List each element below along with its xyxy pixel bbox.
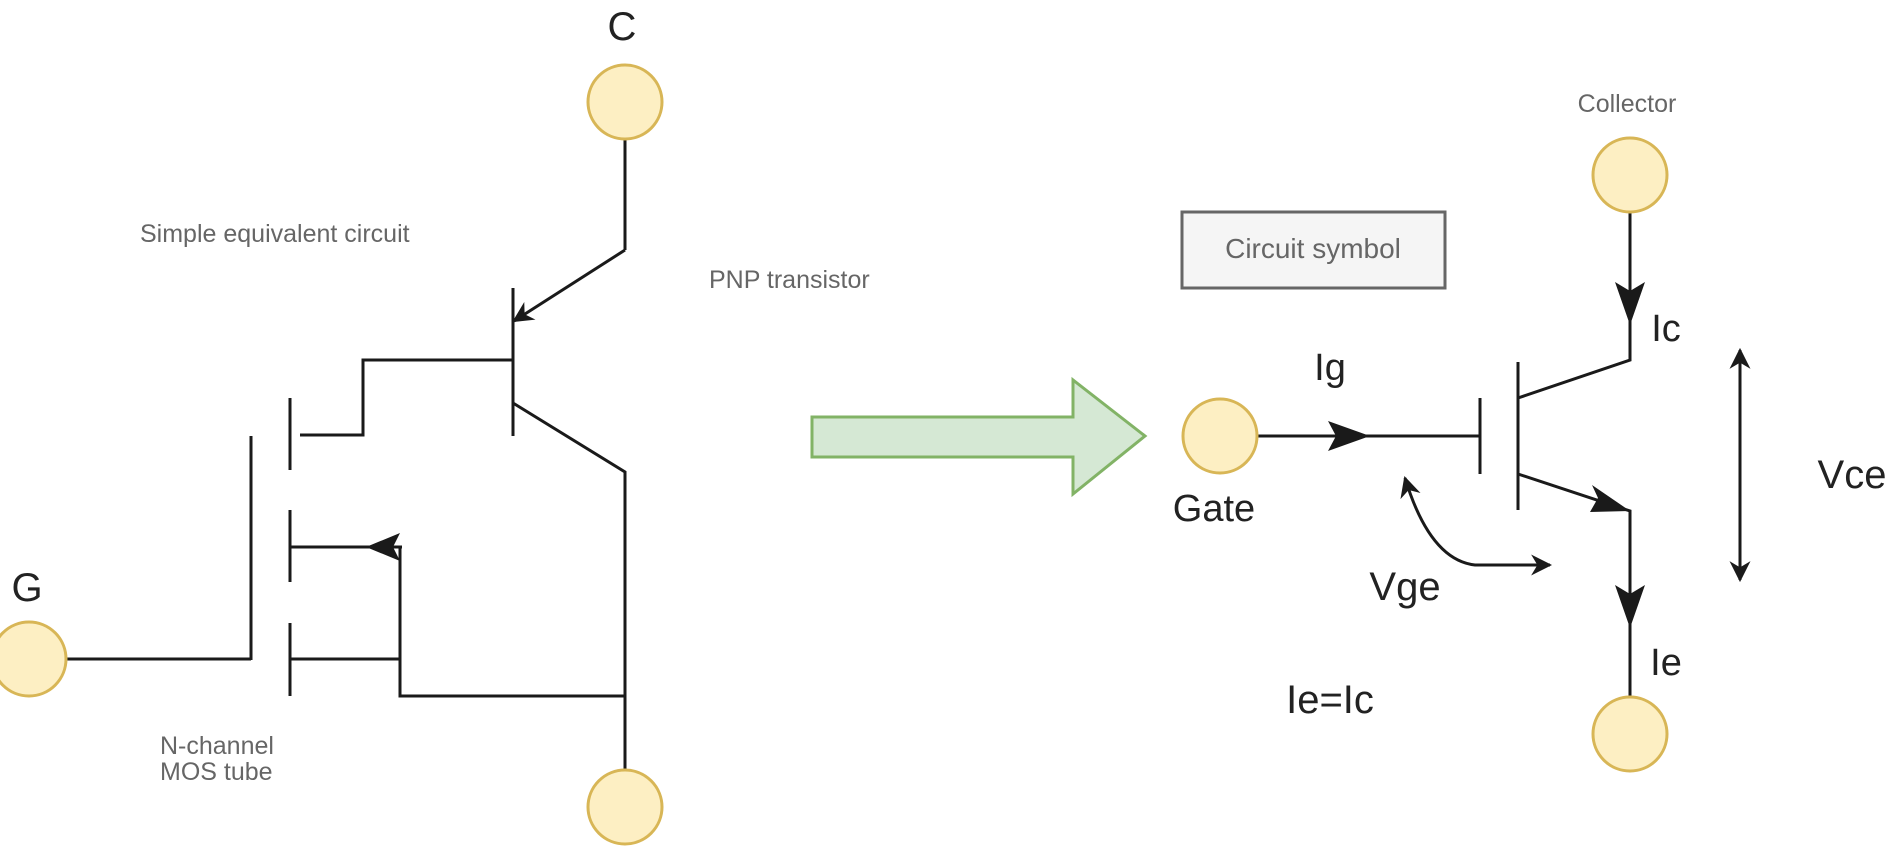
ie-arrowhead — [1615, 585, 1645, 628]
pnp-emitter-arrow — [512, 248, 626, 323]
terminal-g — [0, 620, 68, 698]
ig-label: Ig — [1314, 347, 1346, 389]
igbt-symbol — [1257, 212, 1751, 697]
pnp-transistor-label: PNP transistor — [709, 266, 870, 294]
label-c: C — [608, 5, 637, 49]
terminal-e-left — [586, 768, 664, 846]
ic-label: Ic — [1651, 308, 1681, 350]
emitter-arrowhead — [1590, 485, 1630, 512]
circuit-symbol-box — [1180, 210, 1447, 290]
vge-label: Vge — [1369, 565, 1440, 609]
terminal-collector — [1591, 136, 1669, 214]
base-to-drain-wire — [300, 358, 513, 437]
terminal-c — [586, 63, 664, 141]
mos-label-line2: MOS tube — [160, 758, 273, 786]
igbt-collector-leg — [1517, 212, 1632, 400]
gate-label: Gate — [1173, 488, 1255, 530]
circuit-symbol-label: Circuit symbol — [1225, 233, 1401, 264]
ic-arrowhead — [1615, 282, 1645, 325]
ie-label: Ie — [1650, 642, 1682, 684]
terminal-gate — [1181, 397, 1259, 475]
equivalent-circuit-title: Simple equivalent circuit — [140, 220, 410, 248]
terminal-emitter — [1591, 695, 1669, 773]
label-g: G — [11, 566, 42, 610]
vge-arrow — [1400, 475, 1553, 576]
equivalent-circuit — [66, 140, 627, 770]
mos-source-wire — [398, 547, 625, 698]
pnp-collector-leg — [512, 401, 627, 770]
ig-arrowhead — [1328, 421, 1370, 451]
transform-arrow — [810, 376, 1148, 498]
relation-label: Ie=Ic — [1286, 678, 1374, 722]
mos-label-line1: N-channel — [160, 732, 274, 760]
mos-body-arrowhead — [366, 533, 400, 561]
collector-label: Collector — [1578, 90, 1677, 118]
vce-label: Vce — [1818, 453, 1887, 497]
